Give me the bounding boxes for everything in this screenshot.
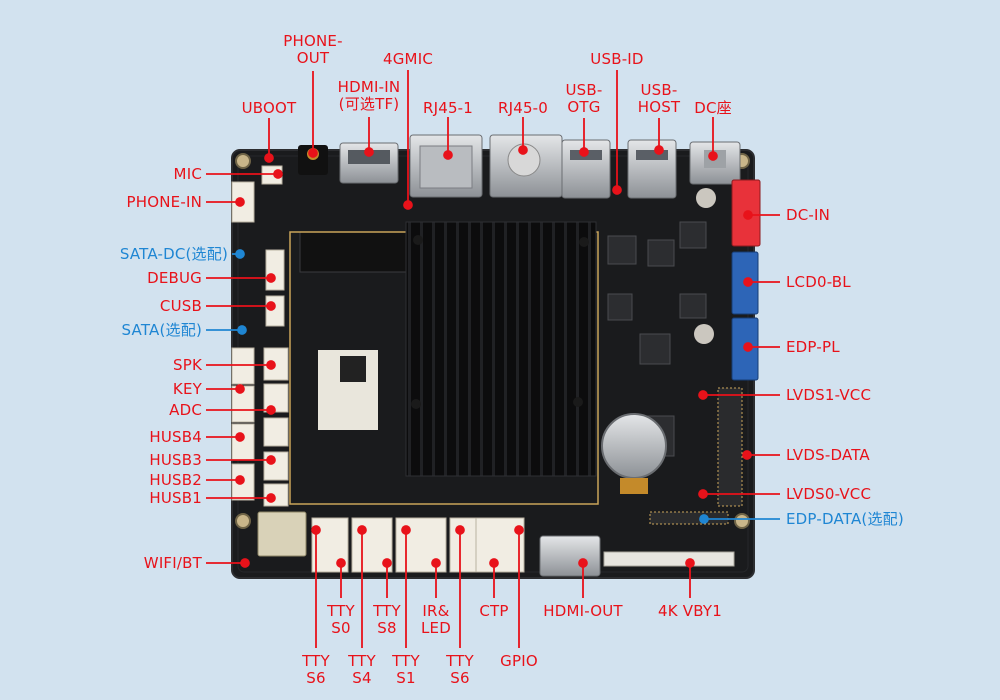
label-tty-s6-a: TTY S6 — [302, 652, 330, 687]
label-tty-s1: TTY S1 — [392, 652, 420, 687]
label-phone-out: PHONE- OUT — [283, 32, 343, 67]
edp-data-header — [649, 511, 729, 525]
edp-pl-connector — [731, 317, 759, 381]
label-debug: DEBUG — [147, 269, 202, 287]
label-dc-in: DC-IN — [786, 206, 831, 224]
dc-in-connector — [731, 179, 761, 247]
label-husb2: HUSB2 — [149, 471, 202, 489]
label-tty-s0: TTY S0 — [327, 602, 355, 637]
vby1-connector — [603, 551, 735, 567]
label-sata-dc: SATA-DC(选配) — [119, 245, 228, 263]
label-lcd0-bl: LCD0-BL — [786, 273, 851, 291]
label-key: KEY — [172, 380, 202, 398]
label-lvds-data: LVDS-DATA — [786, 446, 870, 464]
usb-host-port — [627, 139, 677, 199]
label-mic: MIC — [173, 165, 202, 183]
label-husb4: HUSB4 — [149, 428, 202, 446]
label-ctp: CTP — [479, 602, 509, 620]
bottom-connectors — [311, 517, 525, 573]
label-rj45-0: RJ45-0 — [497, 99, 549, 117]
label-husb3: HUSB3 — [149, 451, 202, 469]
label-4gmic: 4GMIC — [382, 50, 434, 68]
label-adc: ADC — [169, 401, 202, 419]
hdmi-out-port — [539, 535, 601, 577]
label-dc-socket: DC座 — [694, 99, 732, 117]
label-spk: SPK — [172, 356, 202, 374]
label-sata: SATA(选配) — [121, 321, 202, 339]
label-husb1: HUSB1 — [149, 489, 202, 507]
label-rj45-1: RJ45-1 — [422, 99, 474, 117]
leader-lines-blue — [206, 249, 780, 524]
label-cusb: CUSB — [159, 297, 202, 315]
heatsink — [405, 221, 597, 477]
usb-otg-port — [561, 139, 611, 199]
label-lvds1-vcc: LVDS1-VCC — [786, 386, 872, 404]
label-tty-s8: TTY S8 — [373, 602, 401, 637]
label-usb-otg: USB- OTG — [565, 81, 603, 116]
label-hdmi-out: HDMI-OUT — [543, 602, 623, 620]
m2-slot — [299, 231, 407, 273]
label-usb-id: USB-ID — [590, 50, 644, 68]
label-lvds0-vcc: LVDS0-VCC — [786, 485, 872, 503]
wifi-bt-module — [257, 511, 307, 557]
lcd0-bl-connector — [731, 251, 759, 315]
label-wifi-bt: WIFI/BT — [143, 554, 202, 572]
label-hdmi-in: HDMI-IN (可选TF) — [337, 78, 401, 113]
leader-lines-red — [206, 70, 780, 648]
label-edp-pl: EDP-PL — [786, 338, 840, 356]
rtc-battery — [601, 413, 667, 479]
lvds-data-header — [717, 387, 743, 507]
label-phone-in: PHONE-IN — [126, 193, 202, 211]
label-tty-s6-b: TTY S6 — [446, 652, 474, 687]
label-4k-vby1: 4K VBY1 — [658, 602, 722, 620]
label-tty-s4: TTY S4 — [348, 652, 376, 687]
mounting-holes — [235, 153, 750, 529]
label-gpio: GPIO — [500, 652, 538, 670]
label-uboot: UBOOT — [241, 99, 297, 117]
label-ir-led: IR& LED — [421, 602, 451, 637]
label-usb-host: USB- HOST — [637, 81, 681, 116]
label-edp-data: EDP-DATA(选配) — [786, 510, 904, 528]
